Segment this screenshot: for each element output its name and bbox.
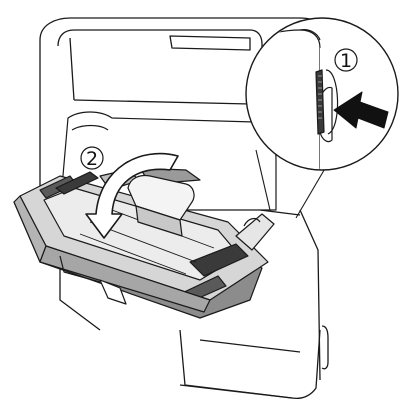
open-tray-arrow-icon (85, 152, 179, 239)
step-1-callout: 1 (334, 48, 358, 72)
release-latch (315, 69, 325, 135)
step-1-label: 1 (340, 50, 352, 72)
step-2-callout: 2 (80, 146, 104, 170)
printer-body (39, 17, 335, 400)
mp-tray (13, 171, 275, 319)
push-arrow-icon (333, 91, 389, 129)
step-2-label: 2 (86, 148, 98, 170)
